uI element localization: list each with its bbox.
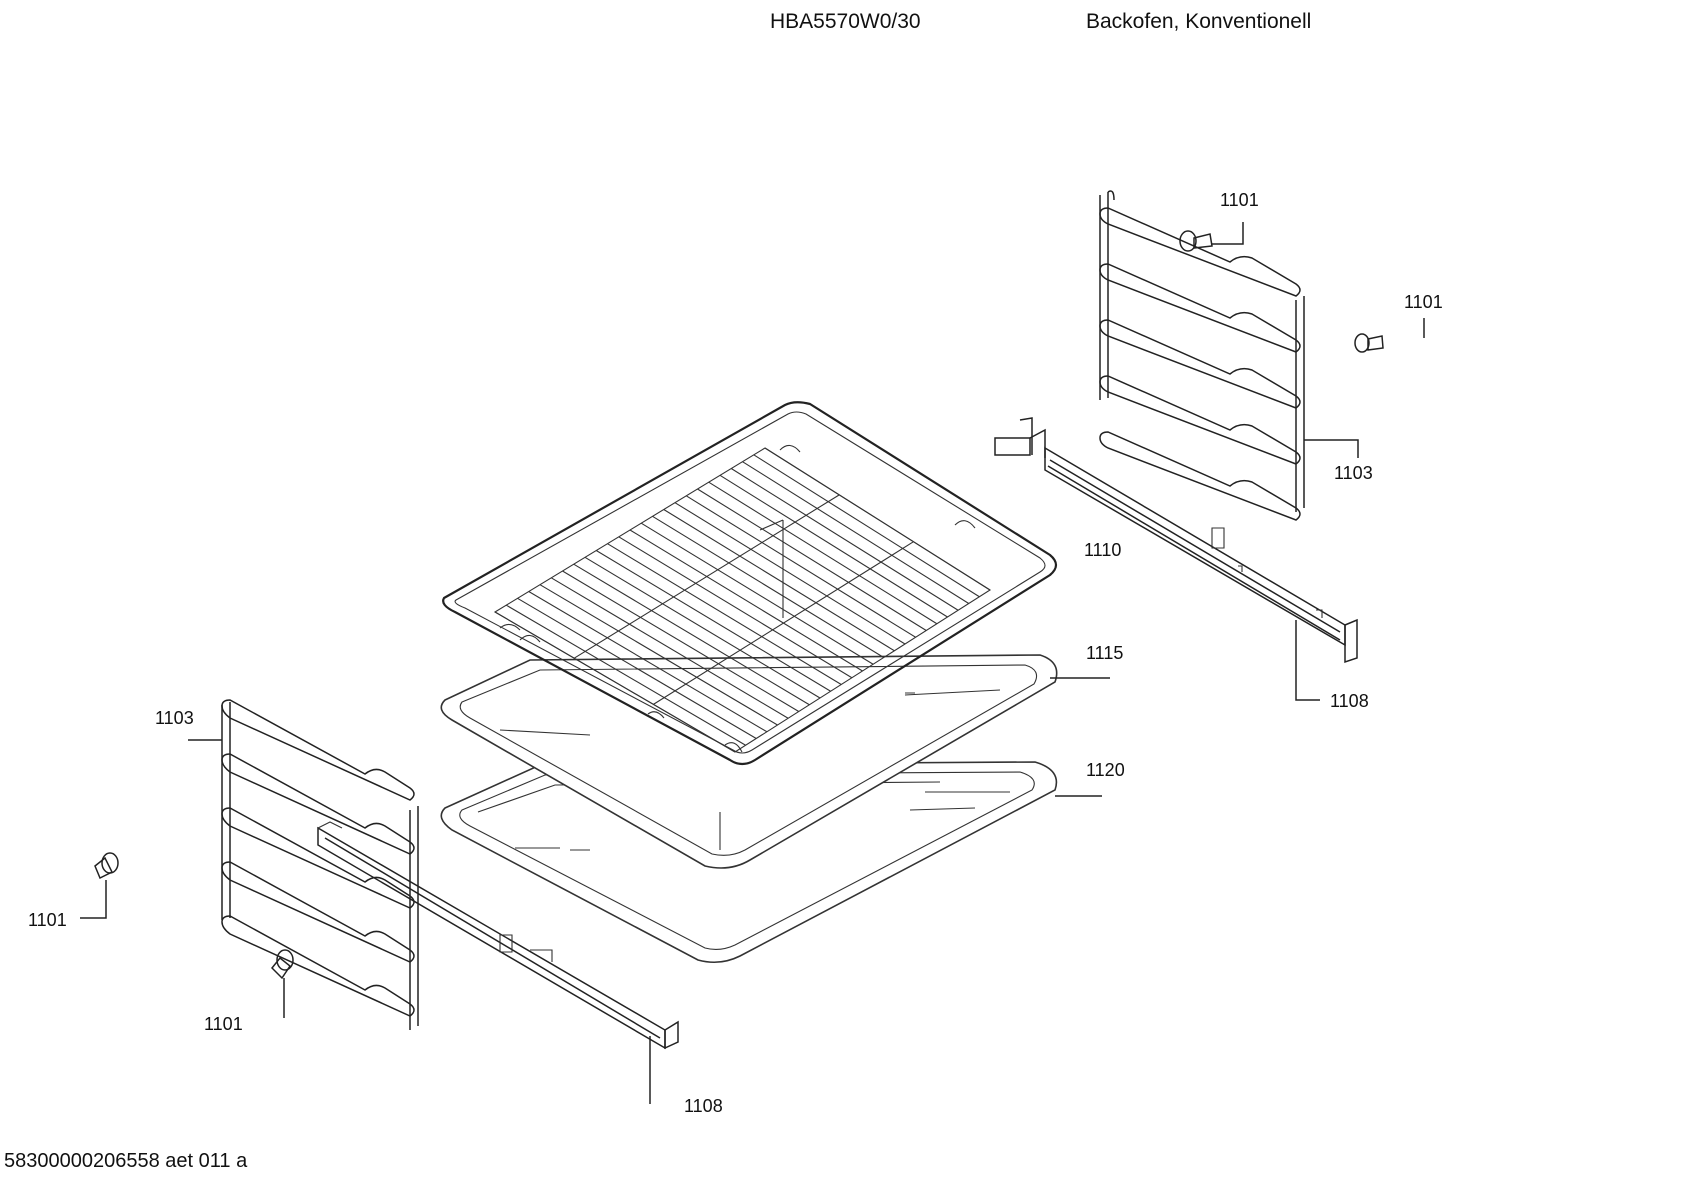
label-1108-left: 1108 [684,1096,723,1116]
side-rack-left-1103 [221,699,419,1030]
label-1101-left-bottom: 1101 [204,1014,243,1034]
telescopic-rail-left [317,821,679,1050]
label-1110: 1110 [1084,540,1121,560]
label-1101-top: 1101 [1220,190,1259,210]
leader-lines [80,222,1425,1104]
baking-tray-1115 [440,654,1058,869]
label-1120: 1120 [1086,760,1125,780]
label-1101-right: 1101 [1404,292,1443,312]
product-description: Backofen, Konventionell [1086,10,1312,33]
label-1103-left: 1103 [155,708,194,728]
label-1103-right: 1103 [1334,463,1373,483]
label-1115: 1115 [1086,643,1123,663]
side-rack-right-1103 [1099,190,1305,521]
screw-1101-top [1179,230,1213,252]
document-code: 58300000206558 aet 011 a [4,1150,248,1172]
model-number: HBA5570W0/30 [770,10,921,33]
telescopic-rail-right [994,417,1358,664]
screw-1101-right [1354,333,1384,353]
baking-tray-1120 [440,761,1058,964]
screw-1101-left-bottom [270,949,294,980]
wire-grid-shelf [442,401,1058,766]
label-1108-right: 1108 [1330,691,1369,711]
screw-1101-left-top [94,852,119,880]
label-1101-left-top: 1101 [28,910,67,930]
